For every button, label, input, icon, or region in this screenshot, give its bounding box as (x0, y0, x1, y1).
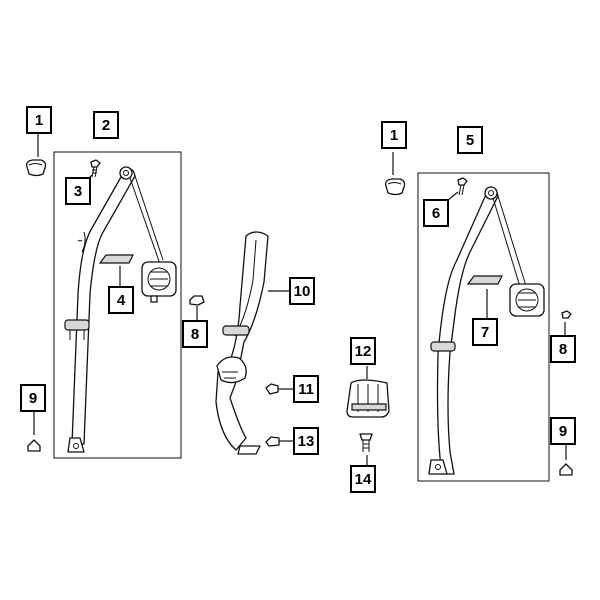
callout-12: 1 (381, 121, 407, 149)
callout-box (20, 384, 46, 412)
callout-13: 5 (457, 126, 483, 154)
nut-icon (384, 178, 406, 196)
callout-number: 1 (35, 112, 43, 129)
callout-box (550, 417, 576, 445)
buckle-icon (346, 379, 390, 418)
callout-number: 8 (559, 341, 567, 358)
callout-box (293, 375, 319, 403)
seat-belt-assembly-icon (64, 166, 164, 453)
callout-box (182, 320, 208, 348)
nut-icon (25, 159, 47, 177)
callout-8: 11 (293, 375, 319, 403)
callout-box (457, 126, 483, 154)
callout-3: 3 (65, 177, 91, 205)
callout-number: 3 (74, 183, 82, 200)
bolt-icon (457, 177, 468, 196)
callout-box (472, 318, 498, 346)
callout-number: 6 (432, 205, 440, 222)
callout-10: 13 (293, 427, 319, 455)
callout-box (350, 465, 376, 493)
callout-1: 1 (26, 106, 52, 134)
callout-number: 8 (191, 326, 199, 343)
bolt-icon (561, 310, 572, 319)
callout-number: 12 (355, 343, 372, 360)
callout-number: 1 (390, 127, 398, 144)
seat-belt-assembly-icon (215, 231, 269, 455)
nut-icon (559, 463, 573, 476)
callout-box (289, 277, 315, 305)
retractor-icon (141, 261, 177, 303)
callout-number: 7 (481, 324, 489, 341)
callout-number: 5 (466, 132, 474, 149)
callout-7: 10 (289, 277, 315, 305)
callout-number: 11 (298, 381, 314, 398)
callout-2: 2 (93, 111, 119, 139)
group-frame-right (417, 172, 550, 482)
callout-box (108, 286, 134, 314)
bolt-icon (359, 433, 373, 452)
nut-icon (27, 439, 41, 452)
callout-box (381, 121, 407, 149)
callout-number: 4 (117, 292, 126, 309)
nut-icon (265, 436, 280, 447)
callout-number: 2 (102, 117, 110, 134)
callout-number: 9 (559, 423, 567, 440)
cover-icon (98, 254, 134, 264)
cover-icon (466, 275, 503, 285)
callout-box (423, 199, 449, 227)
bolt-icon (90, 159, 101, 178)
nut-icon (265, 383, 279, 395)
group-frame-left (53, 151, 182, 459)
callout-17: 9 (550, 417, 576, 445)
callout-box (93, 111, 119, 139)
callout-11: 14 (350, 465, 376, 493)
callout-box (550, 335, 576, 363)
callout-number: 9 (29, 390, 37, 407)
callout-9: 12 (350, 337, 376, 365)
callout-14: 6 (423, 199, 449, 227)
callout-box (350, 337, 376, 365)
callout-16: 8 (550, 335, 576, 363)
callout-15: 7 (472, 318, 498, 346)
seat-belt-assembly-icon (428, 186, 527, 475)
callout-box (65, 177, 91, 205)
nut-icon (189, 295, 205, 306)
callout-box (26, 106, 52, 134)
callout-6: 9 (20, 384, 46, 412)
retractor-icon (509, 283, 545, 317)
callout-5: 8 (182, 320, 208, 348)
callout-box (293, 427, 319, 455)
callout-number: 14 (355, 471, 372, 488)
callout-number: 13 (298, 433, 315, 450)
callout-number: 10 (294, 283, 311, 300)
callout-4: 4 (108, 286, 134, 314)
